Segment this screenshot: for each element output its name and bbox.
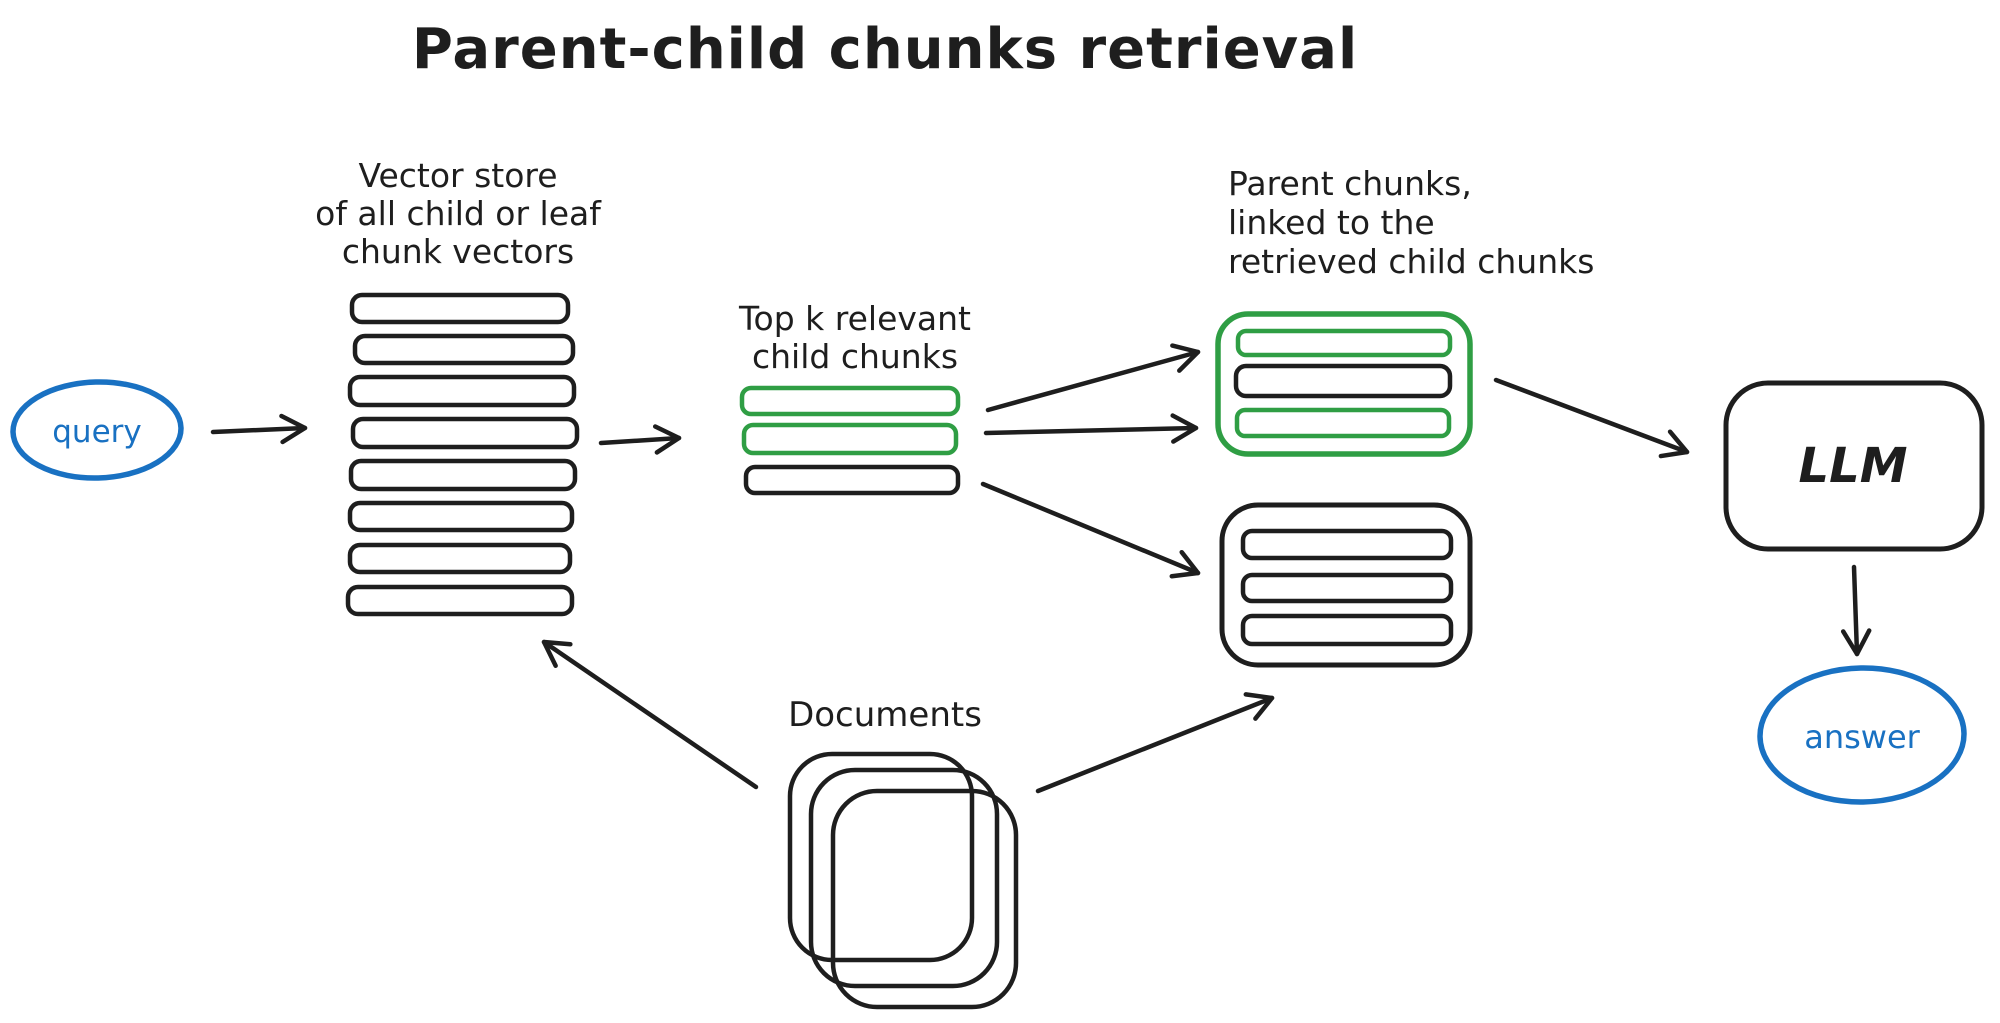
edge-top-k-to-parent-other <box>980 481 1201 579</box>
svg-text:child chunks: child chunks <box>752 337 958 376</box>
vector-store-node <box>345 292 580 617</box>
edge-vector-store-to-top-k <box>598 424 682 455</box>
parent-chunks-label: Parent chunks, linked to the retrieved c… <box>1228 164 1594 281</box>
llm-label: LLM <box>1799 438 1908 494</box>
diagram-title: Parent-child chunks retrieval <box>412 17 1358 82</box>
documents-label: Documents <box>788 695 982 735</box>
edge-parent-linked-to-llm <box>1493 377 1690 459</box>
query-label: query <box>52 414 142 450</box>
llm-node: LLM <box>1723 380 1985 552</box>
edge-top-k-to-parent-linked-2 <box>983 413 1199 444</box>
parent-linked-node <box>1215 311 1473 457</box>
svg-text:Vector store: Vector store <box>358 156 557 195</box>
documents-node <box>787 751 1019 1010</box>
svg-text:Parent chunks,: Parent chunks, <box>1228 164 1472 203</box>
svg-text:chunk vectors: chunk vectors <box>342 232 574 271</box>
svg-text:Top k relevant: Top k relevant <box>738 299 971 338</box>
edge-llm-to-answer <box>1840 564 1872 657</box>
edge-top-k-to-parent-linked-1 <box>985 343 1201 413</box>
top-k-node <box>739 385 961 496</box>
svg-text:linked to the: linked to the <box>1228 203 1435 242</box>
vector-store-label: Vector store of all child or leaf chunk … <box>315 156 602 271</box>
edge-documents-to-parent-other <box>1035 692 1275 794</box>
query-node: query <box>10 379 184 481</box>
svg-text:of all child or leaf: of all child or leaf <box>315 194 602 233</box>
answer-node: answer <box>1757 665 1967 805</box>
svg-text:retrieved child chunks: retrieved child chunks <box>1228 242 1594 281</box>
edge-query-to-vector-store <box>210 413 308 445</box>
parent-other-node <box>1219 502 1473 668</box>
top-k-label: Top k relevant child chunks <box>738 299 971 376</box>
answer-label: answer <box>1804 718 1920 756</box>
edge-documents-to-vector-store <box>541 639 759 790</box>
